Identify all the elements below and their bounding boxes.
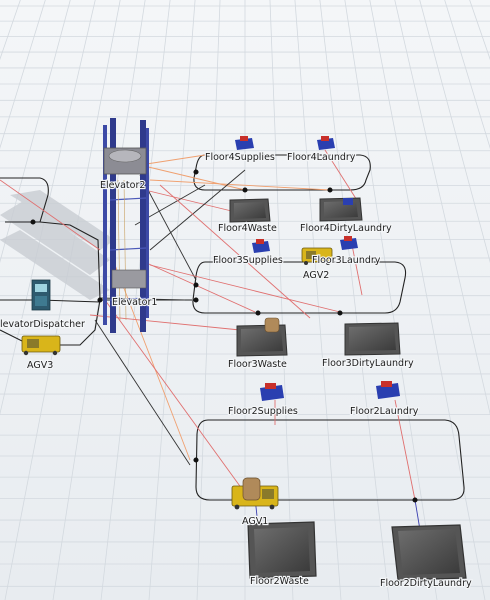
floor2-laundry-label: Floor2Laundry [350,406,419,417]
control-point-icon[interactable] [242,187,248,193]
agv2-vehicle-icon[interactable] [301,247,333,265]
floor4-supplies-label: Floor4Supplies [205,152,275,163]
control-point-icon[interactable] [97,297,103,303]
floor3-supplies-label: Floor3Supplies [213,255,283,266]
floor2-path-loop [195,419,465,501]
floor4-supplies-queue-icon[interactable] [235,136,254,150]
control-point-icon[interactable] [193,282,199,288]
control-point-icon[interactable] [30,219,36,225]
agv2-label: AGV2 [303,270,329,281]
elevator2-label: Elevator2 [100,180,145,191]
floor2-laundry-queue-icon[interactable] [376,381,400,399]
control-point-icon[interactable] [337,310,343,316]
floor2-supplies-queue-icon[interactable] [260,383,284,401]
agv3-vehicle-icon[interactable] [21,335,61,356]
control-point-icon[interactable] [193,169,199,175]
control-point-icon[interactable] [412,497,418,503]
floor3-laundry-queue-icon[interactable] [340,236,358,250]
agv3-label: AGV3 [27,360,53,371]
floor3-dirty-laundry-label: Floor3DirtyLaundry [322,358,414,369]
floor2-waste-sink-icon[interactable] [247,521,317,579]
floor3-dirty-laundry-sink-icon[interactable] [344,322,401,356]
control-points [30,169,418,503]
control-point-icon[interactable] [327,187,333,193]
floor2-waste-label: Floor2Waste [250,576,309,587]
object-labels: Floor4Supplies Floor4Laundry Elevator2 F… [0,151,473,590]
dispatcher-label: levatorDispatcher [0,319,85,330]
floor4-laundry-label: Floor4Laundry [287,152,356,163]
floor4-waste-label: Floor4Waste [218,223,277,234]
floor2-dirty-laundry-sink-icon[interactable] [391,524,467,581]
agv1-label: AGV1 [242,516,268,527]
floor2-dirty-laundry-label: Floor2DirtyLaundry [380,578,472,589]
floor4-waste-sink-icon[interactable] [229,198,271,223]
floor3-supplies-queue-icon[interactable] [252,239,270,253]
control-point-icon[interactable] [193,457,199,463]
floor2-supplies-label: Floor2Supplies [228,406,298,417]
floor4-dirty-laundry-label: Floor4DirtyLaundry [300,223,392,234]
connector-lines [0,149,421,531]
control-point-icon[interactable] [193,297,199,303]
control-point-icon[interactable] [255,310,261,316]
dispatcher-kiosk-icon[interactable] [31,279,51,311]
floor4-laundry-queue-icon[interactable] [317,136,335,150]
elevator2-tower-icon[interactable] [103,118,149,333]
elevator1-label: Elevator1 [112,297,157,308]
floor3-waste-sink-icon[interactable] [236,317,288,357]
floor3-laundry-label: Floor3Laundry [312,255,381,266]
agv1-vehicle-icon[interactable] [231,477,279,510]
floor4-dirty-laundry-sink-icon[interactable] [319,197,363,222]
floor3-path-loop [192,261,407,314]
floor3-waste-label: Floor3Waste [228,359,287,370]
